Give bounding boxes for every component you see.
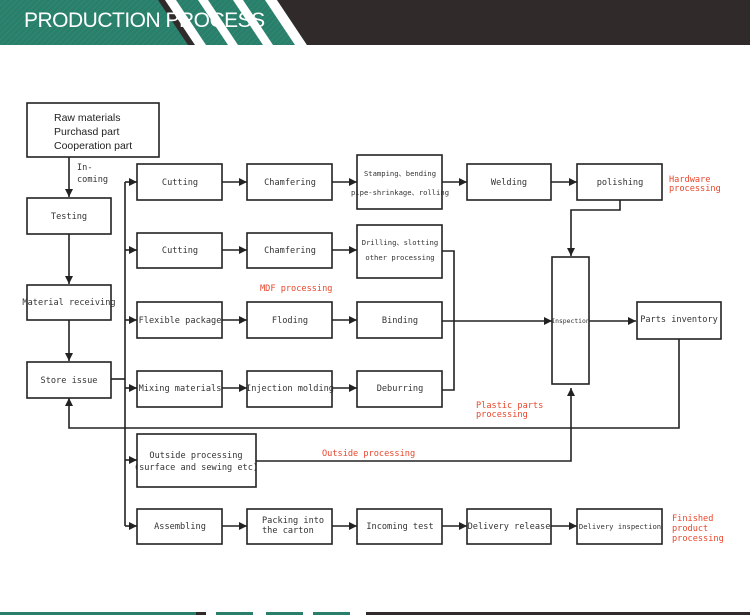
- annotation-mdf: MDF processing: [260, 284, 332, 294]
- node-mixing-materials: Mixing materials: [136, 370, 223, 408]
- node-delivery-inspection: Delivery inspection: [576, 508, 663, 545]
- node-mdf-chamfering: Chamfering: [246, 232, 333, 269]
- annotation-hardware-1: Hardware: [669, 175, 710, 185]
- footer-green-left: [0, 612, 196, 615]
- node-incoming-test: Incoming test: [356, 508, 443, 545]
- stamping-line-1: Stamping、bending: [364, 169, 436, 178]
- drilling-line-1: Drilling、slotting: [362, 238, 438, 247]
- raw-materials-line-3: Cooperation part: [54, 140, 132, 152]
- footer-green-1: [216, 612, 253, 615]
- connectors: [65, 157, 680, 530]
- packing-line-1: Packing into: [262, 516, 324, 526]
- node-packing: Packing into the carton: [246, 508, 333, 545]
- arrow-polishing-to-inspection: [567, 200, 621, 256]
- inspection-label: Inspection: [551, 317, 590, 325]
- testing-label: Testing: [51, 212, 87, 222]
- node-injection-molding: Injection molding: [246, 370, 334, 408]
- outside-processing-line-2: (surface and sewing etc): [134, 463, 258, 473]
- incoming-label-1: In-: [77, 163, 93, 173]
- parts-inventory-label: Parts inventory: [640, 315, 718, 325]
- flexible-package-label: Flexible package: [139, 316, 222, 326]
- raw-materials-line-2: Purchasd part: [54, 126, 119, 138]
- assembling-label: Assembling: [154, 522, 206, 532]
- footer-dark-small: [196, 612, 206, 615]
- welding-label: Welding: [491, 178, 527, 188]
- node-hw-polishing: polishing: [576, 163, 663, 201]
- annotation-plastic-1: Plastic parts: [476, 401, 543, 411]
- node-assembling: Assembling: [136, 508, 223, 545]
- node-flexible-package: Flexible package: [136, 301, 223, 339]
- node-inspection: Inspection: [551, 256, 590, 385]
- node-raw-materials: Raw materials Purchasd part Cooperation …: [26, 102, 160, 158]
- node-store-issue: Store issue: [26, 361, 112, 399]
- node-material-receiving: Material receiving: [22, 284, 116, 321]
- drilling-line-2: other processing: [365, 253, 434, 262]
- injection-molding-label: Injection molding: [246, 384, 334, 394]
- footer-dark-right: [366, 612, 750, 615]
- node-hw-cutting: Cutting: [136, 163, 223, 201]
- node-outside-processing: Outside processing (surface and sewing e…: [134, 433, 258, 488]
- footer-green-2: [266, 612, 303, 615]
- incoming-label-2: coming: [77, 175, 108, 185]
- delivery-inspection-label: Delivery inspection: [579, 522, 661, 531]
- header-white-stripe-4: [265, 0, 307, 45]
- node-deburring: Deburring: [356, 370, 443, 408]
- node-delivery-release: Delivery release: [466, 508, 552, 545]
- node-mdf-cutting: Cutting: [136, 232, 223, 269]
- header-white-stripe-1: [165, 0, 206, 45]
- arrow-outside-to-inspection: [256, 388, 575, 462]
- annotation-hardware-2: processing: [669, 184, 721, 194]
- polishing-label: polishing: [597, 178, 644, 188]
- mdf-cutting-label: Cutting: [162, 246, 198, 256]
- hw-cutting-label: Cutting: [162, 178, 198, 188]
- material-receiving-label: Material receiving: [22, 298, 115, 308]
- packing-line-2: the carton: [262, 526, 314, 536]
- header-white-stripe-2: [198, 0, 238, 45]
- page-title: PRODUCTION PROCESS: [24, 9, 265, 32]
- node-hw-chamfering: Chamfering: [246, 163, 333, 201]
- hw-chamfering-label: Chamfering: [264, 178, 316, 188]
- node-parts-inventory: Parts inventory: [636, 301, 722, 340]
- stamping-line-2: pipe-shrinkage、rolling: [351, 188, 449, 197]
- header-white-stripe-3: [233, 0, 273, 45]
- annotation-finished-1: Finished: [672, 514, 713, 524]
- header-dark-area: [277, 0, 750, 45]
- annotation-finished-2: product: [672, 524, 708, 534]
- node-hw-stamping: Stamping、bending pipe-shrinkage、rolling: [351, 154, 449, 210]
- mixing-materials-label: Mixing materials: [139, 384, 222, 394]
- footer-band: [0, 612, 750, 615]
- delivery-release-label: Delivery release: [468, 522, 551, 532]
- node-testing: Testing: [26, 197, 112, 235]
- annotation-finished-3: processing: [672, 534, 724, 544]
- node-hw-welding: Welding: [466, 163, 552, 201]
- node-floding: Floding: [246, 301, 333, 339]
- store-issue-label: Store issue: [41, 376, 98, 386]
- outside-processing-line-1: Outside processing: [149, 451, 242, 461]
- footer-green-3: [313, 612, 350, 615]
- node-binding: Binding: [356, 301, 443, 339]
- arrow-inventory-to-store-issue: [65, 339, 680, 429]
- header-banner: [0, 0, 750, 45]
- incoming-test-label: Incoming test: [366, 522, 433, 532]
- floding-label: Floding: [272, 316, 308, 326]
- annotation-outside: Outside processing: [322, 449, 415, 459]
- annotation-plastic-2: processing: [476, 410, 528, 420]
- mdf-chamfering-label: Chamfering: [264, 246, 316, 256]
- raw-materials-line-1: Raw materials: [54, 112, 121, 124]
- header-shadow-stripe: [158, 0, 195, 45]
- deburring-label: Deburring: [377, 384, 424, 394]
- binding-label: Binding: [382, 316, 418, 326]
- node-mdf-drilling: Drilling、slotting other processing: [356, 224, 443, 279]
